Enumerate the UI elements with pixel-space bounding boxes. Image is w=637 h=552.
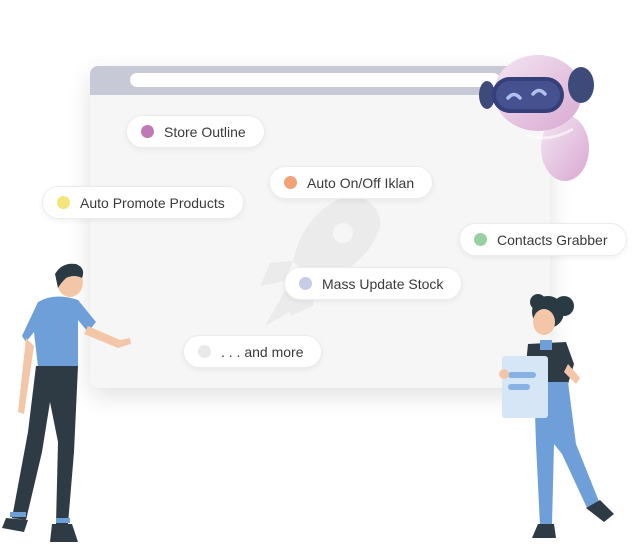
pill-dot [57,196,70,209]
pill-dot [284,176,297,189]
pill-label: Mass Update Stock [322,275,444,292]
woman-holding-document-illustration [499,294,614,538]
man-pointing-illustration [2,263,131,542]
pill-label: Auto On/Off Iklan [307,174,415,191]
pill-label: Store Outline [164,123,246,140]
pill-label: Auto Promote Products [80,194,225,211]
feature-pill-contacts-grabber: Contacts Grabber [459,223,627,256]
robot-mascot-icon [479,55,594,181]
rocket-icon [260,196,381,326]
pill-dot [141,125,154,138]
feature-pill-auto-promote-products: Auto Promote Products [42,186,244,219]
feature-pill-store-outline: Store Outline [126,115,265,148]
pill-label: . . . and more [221,343,304,360]
feature-pill-mass-update-stock: Mass Update Stock [284,267,463,300]
pill-label: Contacts Grabber [497,231,608,248]
address-bar [130,73,500,87]
feature-pill-and-more: . . . and more [183,335,323,368]
pill-dot [474,233,487,246]
window-title-bar [90,66,550,95]
feature-pill-auto-on-off-iklan: Auto On/Off Iklan [269,166,434,199]
pill-dot [299,277,312,290]
pill-dot [198,345,211,358]
